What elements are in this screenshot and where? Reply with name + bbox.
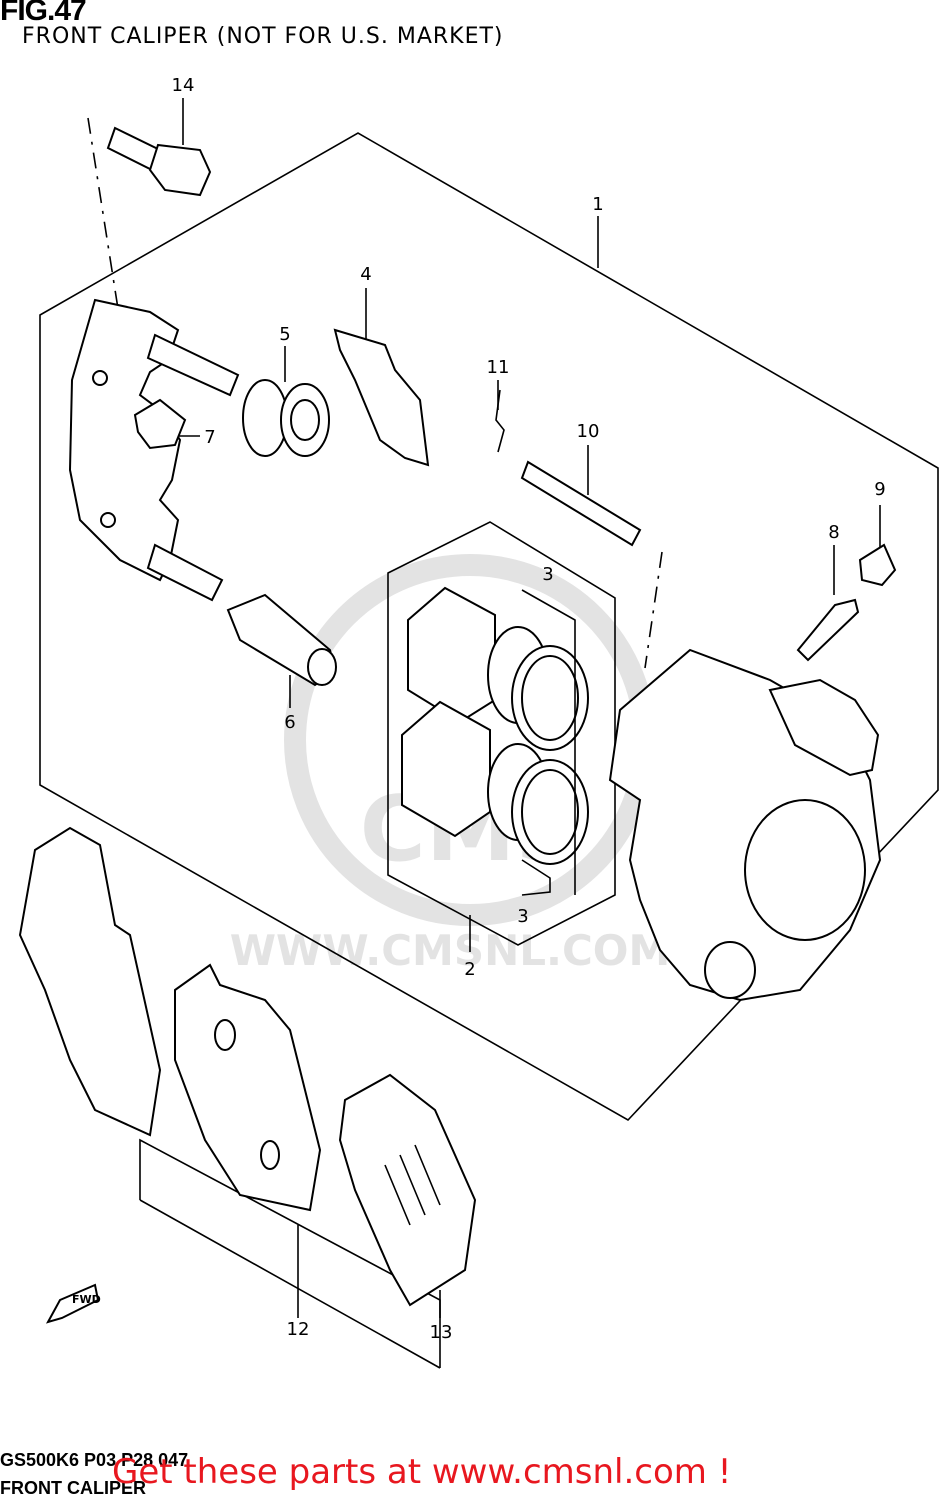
fwd-label: FWD: [72, 1293, 101, 1306]
figure-title: FRONT CALIPER (NOT FOR U.S. MARKET): [22, 24, 504, 49]
watermark-text: WWW.CMSNL.COM: [230, 926, 671, 975]
promo-link[interactable]: Get these parts at www.cmsnl.com !: [112, 1452, 732, 1492]
bracket-pin-upper: [146, 333, 240, 397]
figure-number: FIG.47: [0, 0, 87, 27]
caliper-assembly-outline: [39, 132, 939, 1122]
pad-spring-clip: [133, 398, 187, 450]
label-part-6: 6: [284, 712, 295, 733]
piston-kit-outline: [387, 521, 616, 946]
pistons-and-seals: [401, 586, 589, 896]
label-part-9: 9: [874, 479, 885, 500]
cap-part-9: [858, 543, 897, 587]
boot-part-6: [226, 593, 337, 687]
label-part-12: 12: [287, 1319, 310, 1340]
label-part-8: 8: [828, 522, 839, 543]
label-part-4: 4: [360, 264, 371, 285]
pad-set-bracket: [139, 1138, 441, 1368]
brake-pads-part-12: [18, 826, 322, 1212]
pad-pin-part-10: [520, 460, 642, 547]
label-part-3-lower: 3: [517, 906, 528, 927]
label-part-13: 13: [430, 1322, 453, 1343]
leader-lines: [172, 98, 881, 1318]
clip-part-11: [495, 389, 505, 453]
pad-shim-part-13: [338, 1073, 477, 1307]
diagram-name: FRONT CALIPER: [0, 1478, 146, 1498]
part-number-labels: 1 2 3 3 4 5 6 7 8 9 10 11 12 13 14: [172, 75, 886, 1343]
label-part-7: 7: [204, 427, 215, 448]
label-part-1: 1: [592, 194, 603, 215]
fwd-arrow-icon: FWD: [45, 1283, 101, 1324]
bleeder-part-8: [796, 598, 860, 662]
label-part-5: 5: [279, 324, 290, 345]
label-part-2: 2: [464, 959, 475, 980]
boot-part-5: [242, 379, 330, 457]
diagram-code: GS500K6 P03 P28 047: [0, 1450, 189, 1470]
bracket-pin-lower: [146, 543, 224, 602]
label-part-14: 14: [172, 75, 195, 96]
label-part-11: 11: [487, 357, 510, 378]
label-part-10: 10: [577, 421, 600, 442]
label-part-3-upper: 3: [542, 564, 553, 585]
caliper-body: [608, 648, 882, 1002]
bolt-part-14: [106, 126, 212, 197]
pad-spring-part-4: [333, 328, 430, 467]
pin-centerline: [644, 551, 663, 669]
